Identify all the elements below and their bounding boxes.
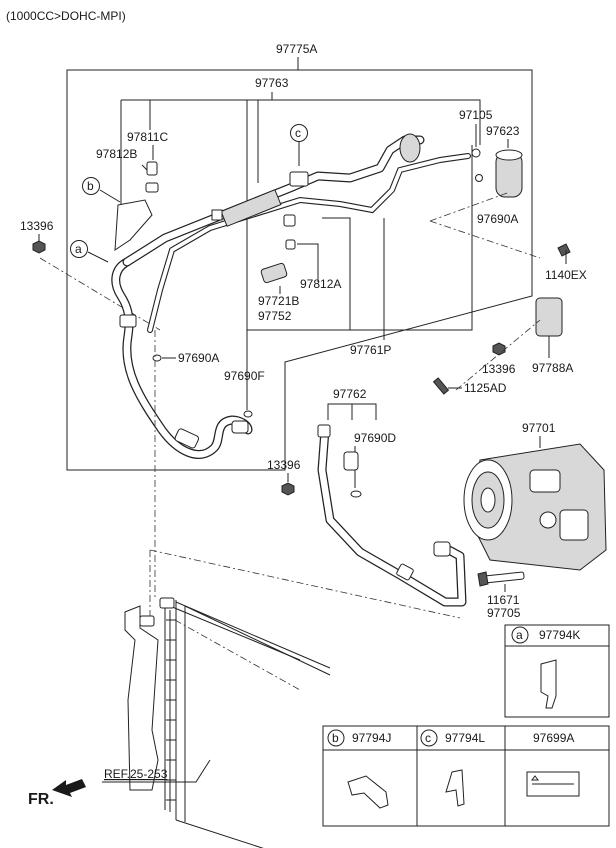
label-97690F: 97690F xyxy=(224,369,265,383)
label-97705: 97705 xyxy=(487,606,521,620)
callout-c xyxy=(290,124,308,142)
nut-13396-lower xyxy=(281,482,295,496)
label-97690A-top: 97690A xyxy=(477,212,518,226)
label-97812B: 97812B xyxy=(96,147,137,161)
svg-text:b: b xyxy=(87,179,94,193)
callout-b xyxy=(82,177,100,195)
engine-spec-title: (1000CC>DOHC-MPI) xyxy=(6,9,126,23)
label-13396-left: 13396 xyxy=(20,219,54,233)
label-11671: 11671 xyxy=(487,593,520,607)
legend-table-a: a 97794K xyxy=(504,624,610,718)
label-1140EX: 1140EX xyxy=(545,268,587,282)
label-97690D: 97690D xyxy=(354,431,396,445)
svg-text:a: a xyxy=(516,628,523,642)
label-97762: 97762 xyxy=(333,387,367,401)
label-97721B: 97721B xyxy=(258,294,299,308)
bolt-11671 xyxy=(483,571,525,584)
condenser xyxy=(124,597,331,848)
svg-text:c: c xyxy=(295,126,301,140)
ref-label: REF.25-253 xyxy=(104,767,168,781)
callout-a xyxy=(70,240,88,258)
svg-text:c: c xyxy=(425,731,431,745)
legend-table-bcd: b 97794J c 97794L 97699A xyxy=(322,725,610,827)
label-97105: 97105 xyxy=(459,108,493,122)
label-97775A: 97775A xyxy=(276,42,317,56)
svg-text:a: a xyxy=(75,242,82,256)
label-97811C: 97811C xyxy=(127,130,168,144)
label-97690A-bottom: 97690A xyxy=(178,351,219,365)
label-97761P: 97761P xyxy=(350,343,391,357)
legend-c-part: 97794L xyxy=(445,731,485,745)
label-1125AD: 1125AD xyxy=(464,381,507,395)
svg-text:b: b xyxy=(332,731,339,745)
legend-a-part: 97794K xyxy=(539,628,580,642)
discharge-hose-97762 xyxy=(317,424,467,607)
front-arrow-icon xyxy=(52,779,86,797)
nut-13396-left xyxy=(32,240,46,254)
compressor-97701 xyxy=(463,443,607,571)
pressure-sensor-97721B xyxy=(260,262,288,284)
label-97623: 97623 xyxy=(486,124,520,138)
part-97788A xyxy=(535,297,563,337)
legend-b-part: 97794J xyxy=(352,731,391,745)
label-97763: 97763 xyxy=(255,76,289,90)
label-97701: 97701 xyxy=(522,421,556,435)
assembly-frame xyxy=(66,69,533,471)
hose-assembly xyxy=(111,133,471,459)
nut-13396-right xyxy=(492,342,506,356)
label-97812A: 97812A xyxy=(300,277,341,291)
front-direction-label: FR. xyxy=(28,791,54,808)
label-97788A: 97788A xyxy=(532,361,573,375)
label-13396-lower: 13396 xyxy=(267,458,301,472)
legend-d-part: 97699A xyxy=(533,731,574,745)
label-13396-right: 13396 xyxy=(482,362,516,376)
label-97752: 97752 xyxy=(258,309,292,323)
bolt-1140EX xyxy=(557,243,571,257)
bolt-1125AD xyxy=(432,377,450,395)
